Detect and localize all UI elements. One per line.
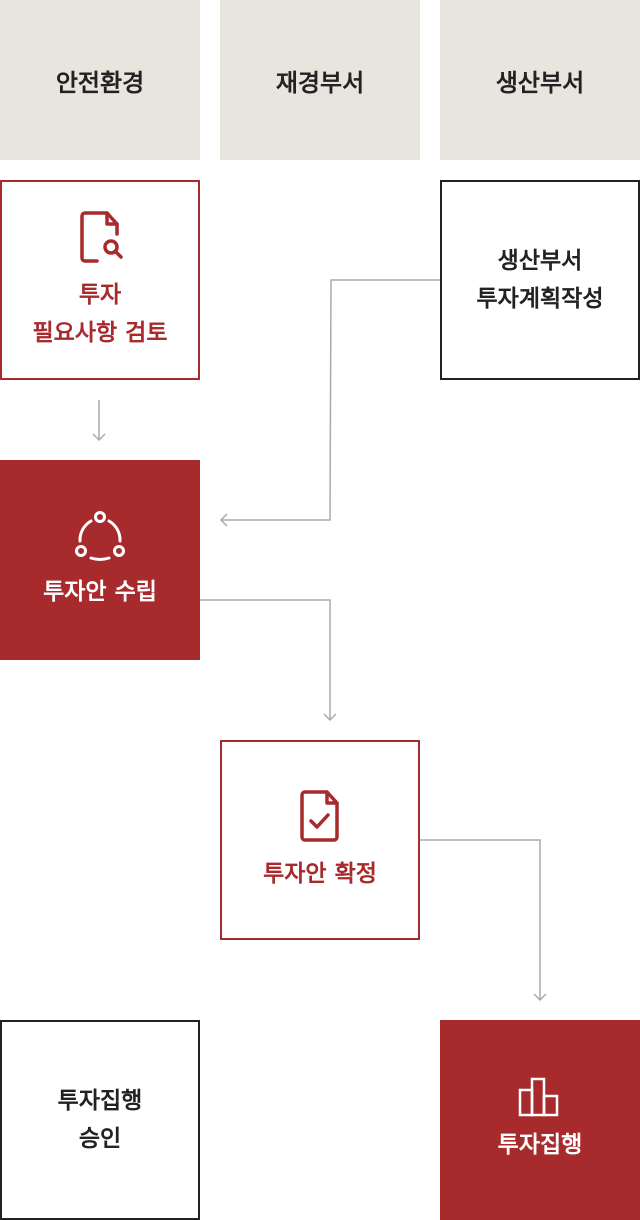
header-finance: 재경부서 [220, 0, 420, 160]
header-safety-environment: 안전환경 [0, 0, 200, 160]
arrow-establish-to-confirm [200, 599, 337, 722]
approve-line1: 투자집행 [57, 1088, 143, 1114]
approve-line2: 승인 [78, 1126, 122, 1152]
confirm-label: 투자안 확정 [263, 861, 377, 887]
share-cycle-icon [75, 511, 125, 561]
step-execution-approval: 투자집행 승인 [0, 1020, 200, 1220]
plan-line2: 투자계획작성 [476, 286, 604, 312]
bar-chart-icon [518, 1077, 559, 1117]
plan-line1: 생산부서 [497, 248, 583, 274]
step-execution: 투자집행 [440, 1020, 640, 1220]
establish-label: 투자안 수립 [43, 579, 157, 605]
review-line2: 필요사항 검토 [32, 320, 168, 346]
arrow-confirm-to-execute [420, 839, 547, 1002]
header-production: 생산부서 [440, 0, 640, 160]
step-confirm-plan: 투자안 확정 [220, 740, 420, 940]
document-check-icon [300, 790, 339, 842]
review-line1: 투자 [78, 282, 122, 308]
arrow-review-to-establish [92, 400, 106, 442]
step-establish-plan: 투자안 수립 [0, 460, 200, 660]
execute-label: 투자집행 [497, 1132, 583, 1158]
step-investment-review: 투자 필요사항 검토 [0, 180, 200, 380]
step-production-plan: 생산부서 투자계획작성 [440, 180, 640, 380]
document-search-icon [80, 211, 123, 263]
arrow-plan-to-establish [219, 279, 440, 527]
